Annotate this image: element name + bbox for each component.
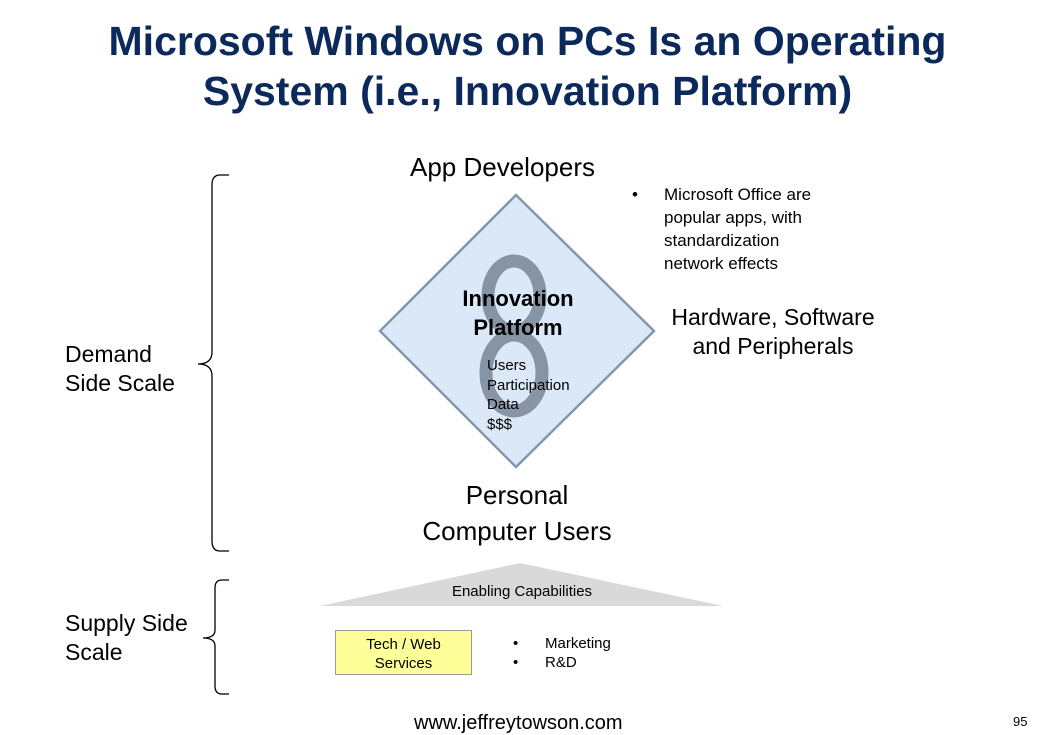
- infinity-loop-icon: [479, 254, 549, 418]
- platform-title-line2: Platform: [473, 315, 563, 340]
- flow-item: $$$: [487, 415, 513, 433]
- hardware-line1: Hardware, Software: [671, 304, 875, 330]
- supply-side-label: Supply Side Scale: [65, 609, 188, 667]
- hardware-line2: and Peripherals: [692, 333, 854, 359]
- microsoft-office-bullet: • Microsoft Office are popular apps, wit…: [632, 183, 811, 275]
- bullet-marketing: Marketing: [545, 635, 611, 652]
- platform-title-line1: Innovation: [462, 286, 574, 311]
- enabling-capabilities-label: Enabling Capabilities: [451, 583, 593, 600]
- app-developers-label: App Developers: [410, 152, 595, 182]
- supply-side-line2: Scale: [65, 639, 123, 665]
- enabling-triangle: [320, 563, 723, 606]
- page-number: 95: [1013, 714, 1028, 729]
- bullet-rnd: R&D: [545, 654, 577, 671]
- capabilities-bullets: • Marketing • R&D: [513, 634, 611, 672]
- flow-item: Data: [487, 396, 519, 413]
- platform-flows: Users Participation Data $$$: [487, 356, 570, 434]
- innovation-platform-title: Innovation Platform: [438, 284, 598, 342]
- slide-title-line2: System (i.e., Innovation Platform): [202, 68, 853, 114]
- tech-web-services-box: Tech / Web Services: [335, 630, 472, 675]
- demand-side-line2: Side Scale: [65, 370, 175, 396]
- bullet-text-line: network effects: [664, 254, 779, 273]
- demand-brace: [197, 174, 229, 552]
- bullet-text-line: Microsoft Office are: [664, 185, 812, 204]
- flow-item: Users: [487, 357, 527, 374]
- slide-title-line1: Microsoft Windows on PCs Is an Operating: [108, 18, 947, 64]
- supply-side-line1: Supply Side: [65, 610, 188, 636]
- demand-side-line1: Demand: [65, 341, 152, 367]
- tech-box-line1: Tech / Web: [366, 636, 441, 653]
- supply-brace: [202, 579, 229, 695]
- personal-line2: Computer Users: [422, 516, 612, 546]
- bullet-text-line: standardization: [664, 231, 780, 250]
- personal-line1: Personal: [465, 480, 569, 510]
- demand-side-label: Demand Side Scale: [65, 340, 175, 398]
- bullet-marker: •: [513, 654, 519, 671]
- hardware-label: Hardware, Software and Peripherals: [664, 303, 882, 361]
- tech-box-line2: Services: [374, 655, 433, 672]
- bullet-marker: •: [632, 185, 638, 204]
- bullet-marker: •: [513, 635, 519, 652]
- personal-users-label: Personal Computer Users: [400, 477, 634, 549]
- flow-item: Participation: [487, 376, 570, 394]
- footer-url: www.jeffreytowson.com: [414, 712, 623, 734]
- bullet-text-line: popular apps, with: [664, 208, 802, 227]
- slide-title: Microsoft Windows on PCs Is an Operating…: [0, 16, 1055, 116]
